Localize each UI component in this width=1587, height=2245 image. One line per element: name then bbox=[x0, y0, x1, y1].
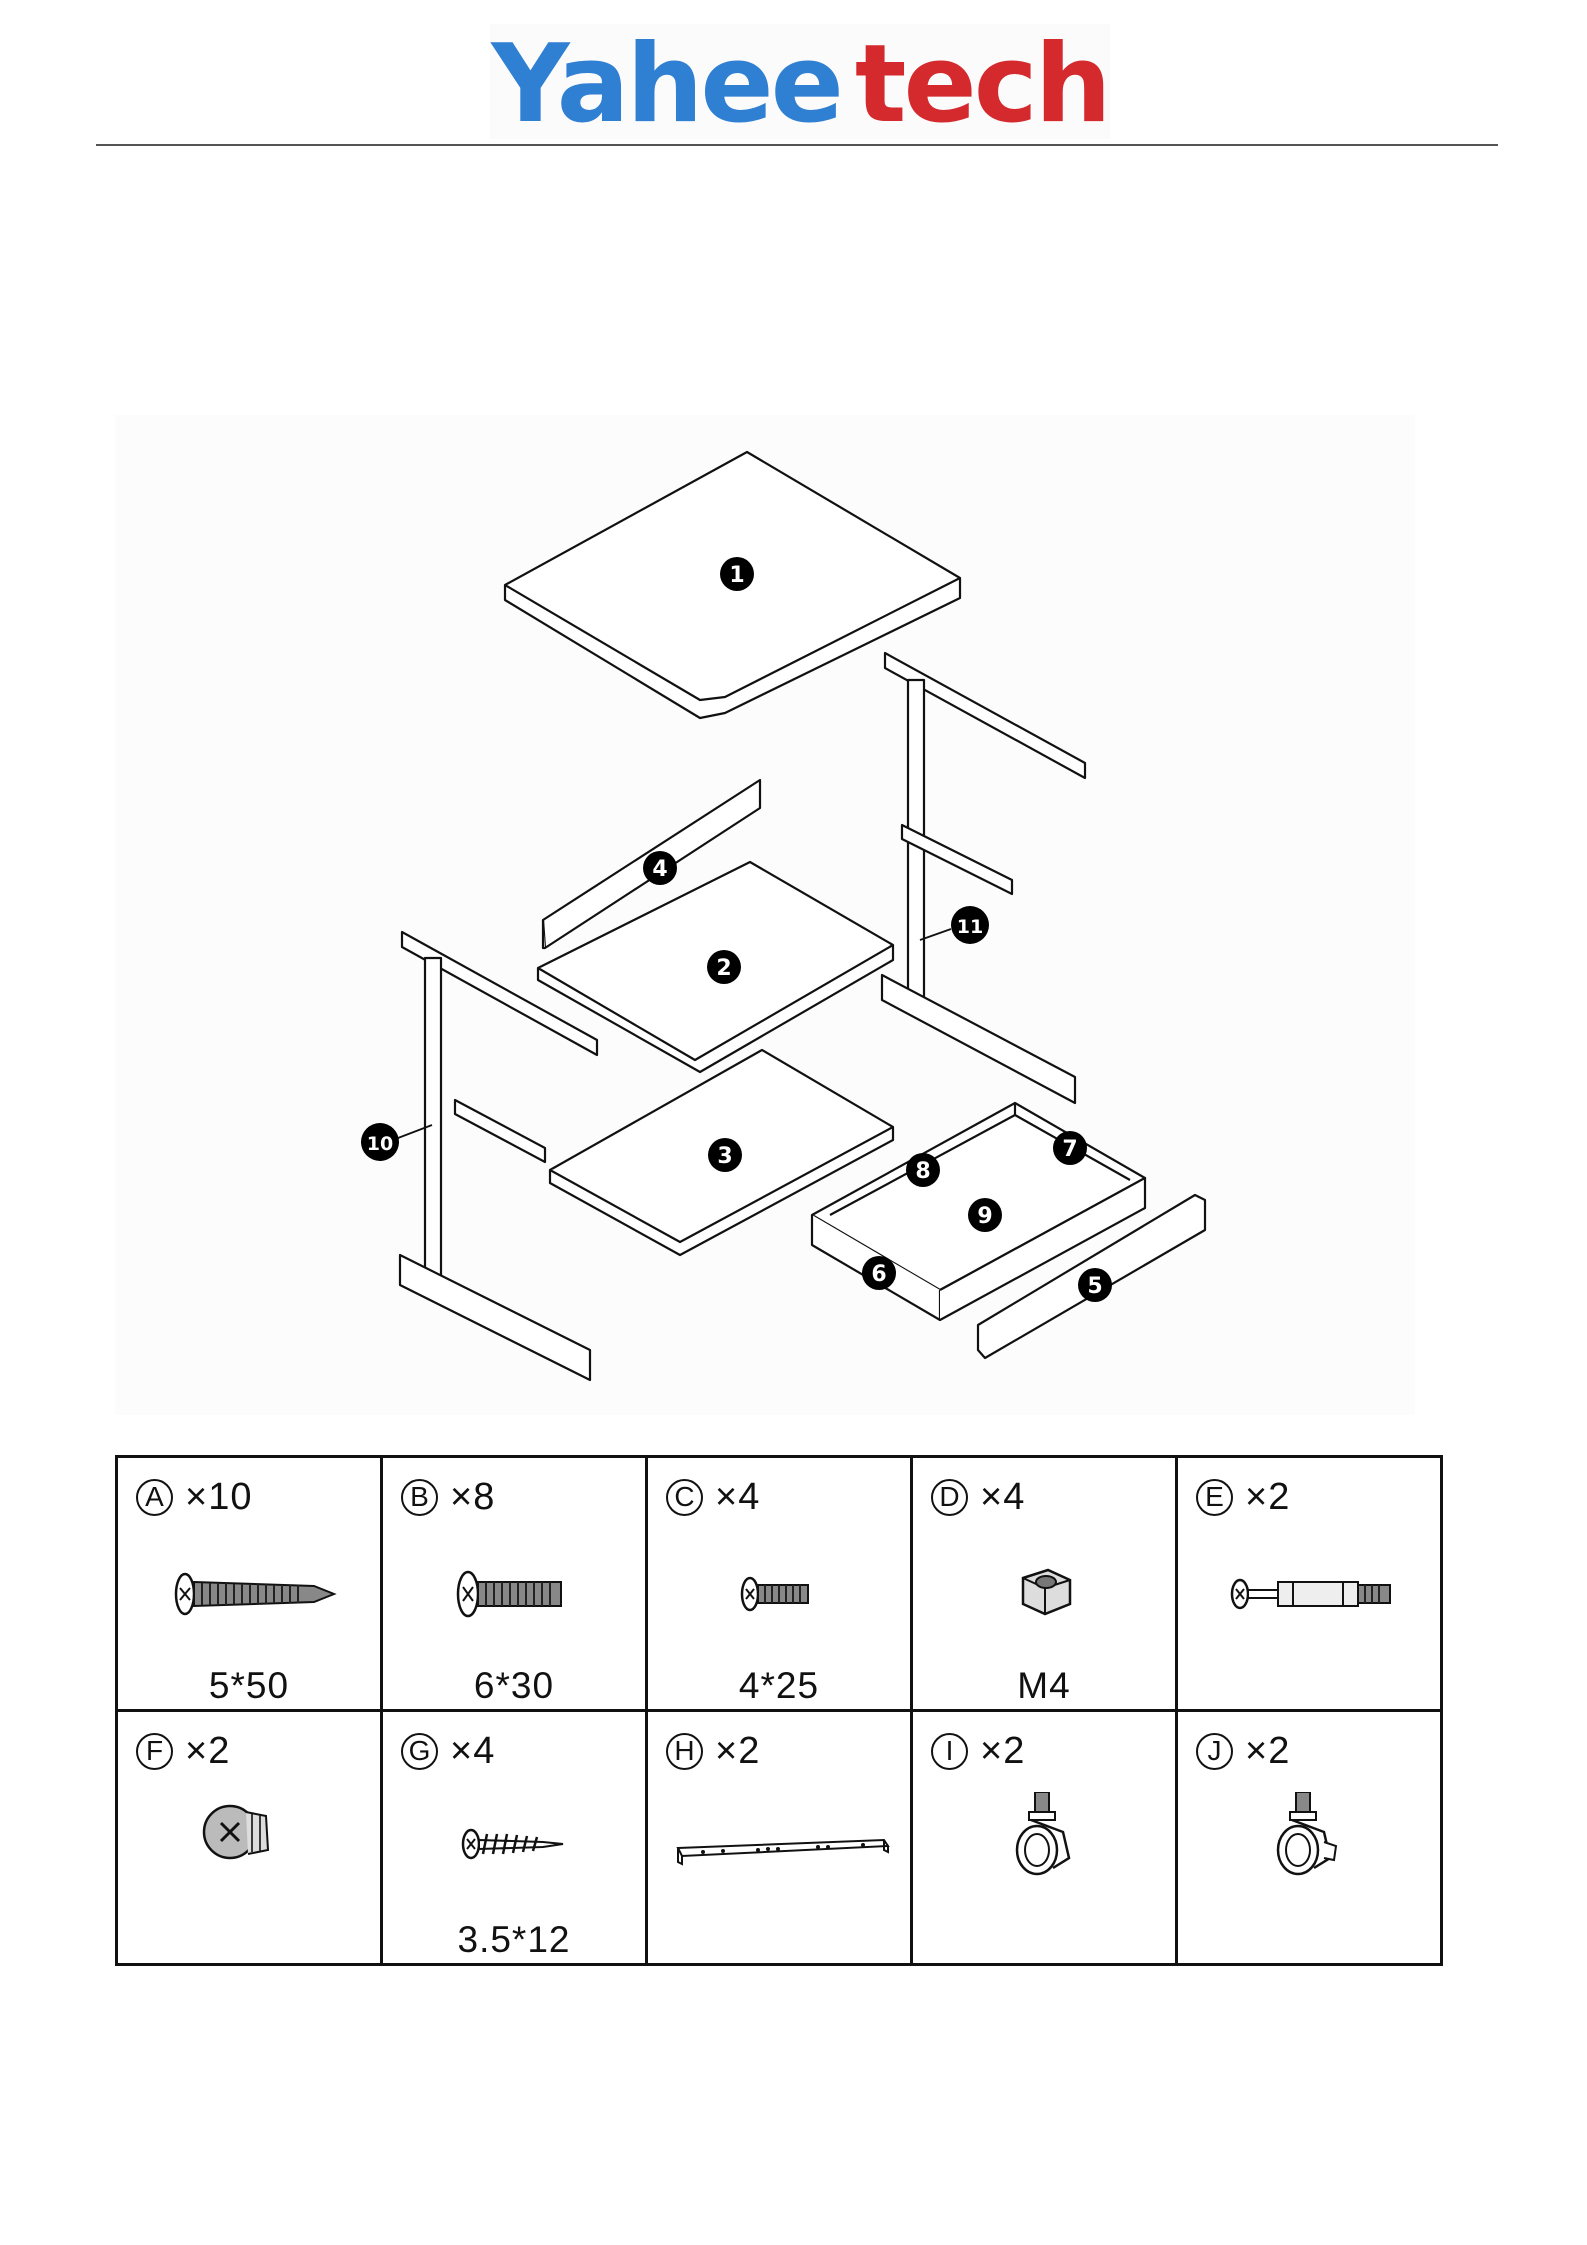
part-quantity: ×2 bbox=[185, 1730, 230, 1773]
hardware-cell-e: E ×2 bbox=[1177, 1457, 1442, 1711]
svg-text:6: 6 bbox=[871, 1262, 886, 1287]
part-letter: J bbox=[1196, 1733, 1233, 1770]
part-quantity: ×4 bbox=[715, 1476, 760, 1519]
svg-text:3: 3 bbox=[717, 1144, 732, 1169]
hardware-cell-f: F ×2 bbox=[117, 1711, 382, 1965]
part-letter: I bbox=[931, 1733, 968, 1770]
part-letter: D bbox=[931, 1479, 968, 1516]
part-quantity: ×2 bbox=[1245, 1476, 1290, 1519]
part-quantity: ×10 bbox=[185, 1476, 252, 1519]
callout-4: 4 bbox=[643, 851, 677, 885]
hardware-cell-b: B ×8 6*30 bbox=[382, 1457, 647, 1711]
part-quantity: ×4 bbox=[980, 1476, 1025, 1519]
part-quantity: ×8 bbox=[450, 1476, 495, 1519]
short-bolt-icon bbox=[648, 1538, 910, 1648]
svg-text:1: 1 bbox=[729, 563, 744, 588]
callout-11: 11 bbox=[951, 906, 989, 944]
svg-text:11: 11 bbox=[957, 916, 983, 938]
callout-10: 10 bbox=[361, 1123, 399, 1161]
svg-text:2: 2 bbox=[716, 956, 731, 981]
callout-1: 1 bbox=[720, 557, 754, 591]
callout-3: 3 bbox=[708, 1138, 742, 1172]
callout-2: 2 bbox=[707, 950, 741, 984]
svg-text:5: 5 bbox=[1087, 1274, 1102, 1299]
part-spec: M4 bbox=[913, 1665, 1175, 1707]
svg-text:8: 8 bbox=[915, 1159, 930, 1184]
part-letter: H bbox=[666, 1733, 703, 1770]
callout-8: 8 bbox=[906, 1153, 940, 1187]
cam-lock-icon bbox=[118, 1792, 380, 1902]
hardware-cell-a: A ×10 5*50 bbox=[117, 1457, 382, 1711]
part-quantity: ×4 bbox=[450, 1730, 495, 1773]
hardware-cell-j: J ×2 bbox=[1177, 1711, 1442, 1965]
part-spec: 4*25 bbox=[648, 1665, 910, 1707]
part-spec: 5*50 bbox=[118, 1665, 380, 1707]
part-letter: E bbox=[1196, 1479, 1233, 1516]
callout-5: 5 bbox=[1078, 1268, 1112, 1302]
hardware-cell-h: H ×2 bbox=[647, 1711, 912, 1965]
hardware-row: A ×10 5*50 B ×8 6*30 C ×4 bbox=[117, 1457, 1442, 1711]
part-letter: C bbox=[666, 1479, 703, 1516]
cam-bolt-icon bbox=[1178, 1538, 1440, 1648]
svg-text:9: 9 bbox=[977, 1204, 992, 1229]
hex-nut-icon bbox=[913, 1538, 1175, 1648]
hardware-table: A ×10 5*50 B ×8 6*30 C ×4 bbox=[115, 1455, 1443, 1966]
part-letter: F bbox=[136, 1733, 173, 1770]
callout-9: 9 bbox=[968, 1198, 1002, 1232]
part-quantity: ×2 bbox=[715, 1730, 760, 1773]
drawer-slide-icon bbox=[648, 1792, 910, 1902]
hardware-cell-d: D ×4 M4 bbox=[912, 1457, 1177, 1711]
small-screw-icon bbox=[383, 1792, 645, 1902]
caster-wheel-icon bbox=[913, 1792, 1175, 1902]
bolt-icon bbox=[383, 1538, 645, 1648]
wood-screw-icon bbox=[118, 1538, 380, 1648]
part-quantity: ×2 bbox=[980, 1730, 1025, 1773]
exploded-assembly-diagram: 1 2 3 4 5 6 7 8 9 10 11 bbox=[0, 0, 1587, 1440]
callout-6: 6 bbox=[862, 1256, 896, 1290]
part-letter: A bbox=[136, 1479, 173, 1516]
hardware-cell-c: C ×4 4*25 bbox=[647, 1457, 912, 1711]
hardware-cell-g: G ×4 3.5*12 bbox=[382, 1711, 647, 1965]
svg-text:7: 7 bbox=[1062, 1137, 1077, 1162]
part-letter: B bbox=[401, 1479, 438, 1516]
svg-text:4: 4 bbox=[652, 857, 667, 882]
part-spec: 3.5*12 bbox=[383, 1919, 645, 1961]
part-spec: 6*30 bbox=[383, 1665, 645, 1707]
svg-text:10: 10 bbox=[367, 1133, 393, 1155]
part-quantity: ×2 bbox=[1245, 1730, 1290, 1773]
callout-7: 7 bbox=[1053, 1131, 1087, 1165]
caster-wheel-brake-icon bbox=[1178, 1792, 1440, 1902]
hardware-cell-i: I ×2 bbox=[912, 1711, 1177, 1965]
hardware-row: F ×2 G ×4 3.5*12 H ×2 bbox=[117, 1711, 1442, 1965]
part-letter: G bbox=[401, 1733, 438, 1770]
